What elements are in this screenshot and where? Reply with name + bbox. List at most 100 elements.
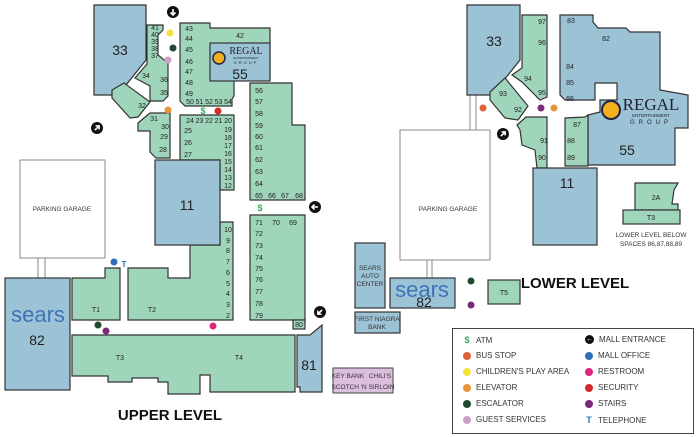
unit-label: 75 bbox=[255, 266, 263, 273]
stairs-dot[interactable] bbox=[467, 301, 475, 309]
atm-icon[interactable]: $ bbox=[257, 203, 262, 213]
mall-entrance-icon[interactable] bbox=[312, 304, 329, 321]
store-11-lower-label: 11 bbox=[560, 175, 575, 191]
store-block-28-31[interactable] bbox=[137, 112, 171, 159]
unit-label: 46 bbox=[185, 59, 193, 66]
lower-level-map bbox=[354, 4, 689, 334]
mall-entrance-icon[interactable] bbox=[89, 120, 106, 137]
store-33-upper[interactable] bbox=[93, 4, 147, 96]
unit-label: 77 bbox=[255, 289, 263, 296]
legend-label: STAIRS bbox=[598, 399, 627, 408]
unit-label: 88 bbox=[567, 138, 575, 145]
unit-label: 52 bbox=[205, 99, 213, 106]
store-81[interactable] bbox=[296, 323, 323, 393]
escalator-dot[interactable] bbox=[467, 277, 475, 285]
store-block-92-93[interactable] bbox=[489, 77, 529, 121]
escalator-dot bbox=[463, 399, 471, 408]
unit-label: 84 bbox=[566, 64, 574, 71]
unit-label: 90 bbox=[538, 155, 546, 162]
unit-label: 26 bbox=[184, 140, 192, 147]
unit-label: 49 bbox=[185, 91, 193, 98]
lower-level-note: LOWER LEVEL BELOW bbox=[616, 232, 688, 239]
store-block-t3-t4[interactable] bbox=[71, 334, 296, 395]
legend-label: CHILDREN'S PLAY AREA bbox=[476, 367, 570, 376]
bus-stop-dot[interactable] bbox=[479, 104, 487, 112]
unit-label: 45 bbox=[185, 47, 193, 54]
store-block-56-68[interactable] bbox=[249, 82, 306, 201]
legend-item: ELEVATOR bbox=[463, 383, 517, 392]
unit-label: 93 bbox=[499, 91, 507, 98]
children-play-area-dot[interactable] bbox=[166, 29, 174, 37]
unit-label: 21 bbox=[215, 118, 223, 125]
store-block-87-89[interactable] bbox=[564, 113, 589, 167]
unit-label: 66 bbox=[268, 193, 276, 200]
elevator-dot[interactable] bbox=[550, 104, 558, 112]
security-dot bbox=[585, 383, 593, 392]
regal-logo-lower: REGAL ENTERTAINMENT GROUP bbox=[601, 95, 679, 126]
guest-services-dot[interactable] bbox=[164, 56, 172, 64]
unit-label: 50 bbox=[186, 99, 194, 106]
restroom-dot bbox=[585, 367, 593, 376]
store-t1[interactable] bbox=[71, 267, 121, 321]
unit-label: 57 bbox=[255, 99, 263, 106]
upper-level-title: UPPER LEVEL bbox=[118, 407, 222, 424]
regal-theater-55-lower[interactable] bbox=[559, 14, 689, 166]
store-t3-lower[interactable] bbox=[622, 209, 681, 225]
mall-office-dot[interactable] bbox=[110, 258, 118, 266]
store-11-lower[interactable] bbox=[532, 167, 598, 246]
mall-entrance-icon[interactable] bbox=[495, 126, 512, 143]
escalator-dot[interactable] bbox=[169, 44, 177, 52]
unit-label: 2A bbox=[652, 195, 661, 202]
elevator-dot[interactable] bbox=[164, 106, 172, 114]
unit-label: 62 bbox=[255, 157, 263, 164]
lower-level-note: SPACES 86,87,88,89 bbox=[620, 241, 682, 248]
legend-item: ESCALATOR bbox=[463, 399, 524, 408]
sears-auto-label: SEARS bbox=[359, 265, 382, 272]
unit-label: 2 bbox=[226, 313, 230, 320]
restroom-dot[interactable] bbox=[209, 322, 217, 330]
unit-label: 92 bbox=[514, 107, 522, 114]
outparcel-key-bank-chilis[interactable] bbox=[332, 367, 394, 394]
sears-82-lower[interactable] bbox=[389, 277, 456, 309]
telephone-icon[interactable]: T bbox=[122, 260, 127, 269]
parking-garage-label: PARKING GARAGE bbox=[33, 206, 92, 213]
unit-label: T3 bbox=[647, 215, 655, 222]
store-t5[interactable] bbox=[487, 279, 521, 305]
unit-label: 70 bbox=[272, 220, 280, 227]
legend-label: ATM bbox=[476, 335, 493, 345]
unit-label: 41 bbox=[151, 25, 159, 32]
stairs-dot[interactable] bbox=[537, 104, 545, 112]
unit-label: 64 bbox=[255, 181, 263, 188]
unit-label: 38 bbox=[151, 46, 159, 53]
sears-82-upper[interactable] bbox=[4, 277, 71, 391]
store-11-upper[interactable] bbox=[154, 159, 221, 246]
mall-entrance-icon[interactable] bbox=[167, 6, 179, 18]
stairs-dot[interactable] bbox=[102, 327, 110, 335]
sears-auto-center[interactable] bbox=[354, 242, 386, 309]
store-80[interactable] bbox=[292, 319, 306, 330]
first-niagra-bank[interactable] bbox=[354, 311, 401, 334]
unit-label: 27 bbox=[184, 152, 192, 159]
unit-label: 69 bbox=[289, 220, 297, 227]
atm-icon[interactable]: $ bbox=[200, 106, 205, 116]
bank-label: FIRST NIAGRA bbox=[354, 316, 400, 323]
legend-item: SECURITY bbox=[585, 383, 638, 392]
unit-label: 31 bbox=[150, 116, 158, 123]
sears-logo: sears bbox=[11, 302, 65, 327]
legend-label: ELEVATOR bbox=[476, 383, 518, 392]
unit-label: 19 bbox=[224, 127, 232, 134]
unit-label: T1 bbox=[92, 307, 100, 314]
unit-label: 76 bbox=[255, 277, 263, 284]
elevator-dot bbox=[463, 383, 471, 392]
store-block-34-41[interactable] bbox=[134, 24, 169, 102]
unit-label: 30 bbox=[161, 124, 169, 131]
unit-label: T3 bbox=[116, 355, 124, 362]
security-dot[interactable] bbox=[214, 107, 222, 115]
escalator-dot[interactable] bbox=[94, 321, 102, 329]
unit-label: 23 bbox=[196, 118, 204, 125]
store-33-lower[interactable] bbox=[466, 4, 521, 96]
unit-label: 42 bbox=[236, 33, 244, 40]
store-block-94-97[interactable] bbox=[510, 14, 548, 101]
mall-entrance-icon[interactable] bbox=[309, 201, 321, 213]
store-32[interactable] bbox=[111, 82, 151, 119]
